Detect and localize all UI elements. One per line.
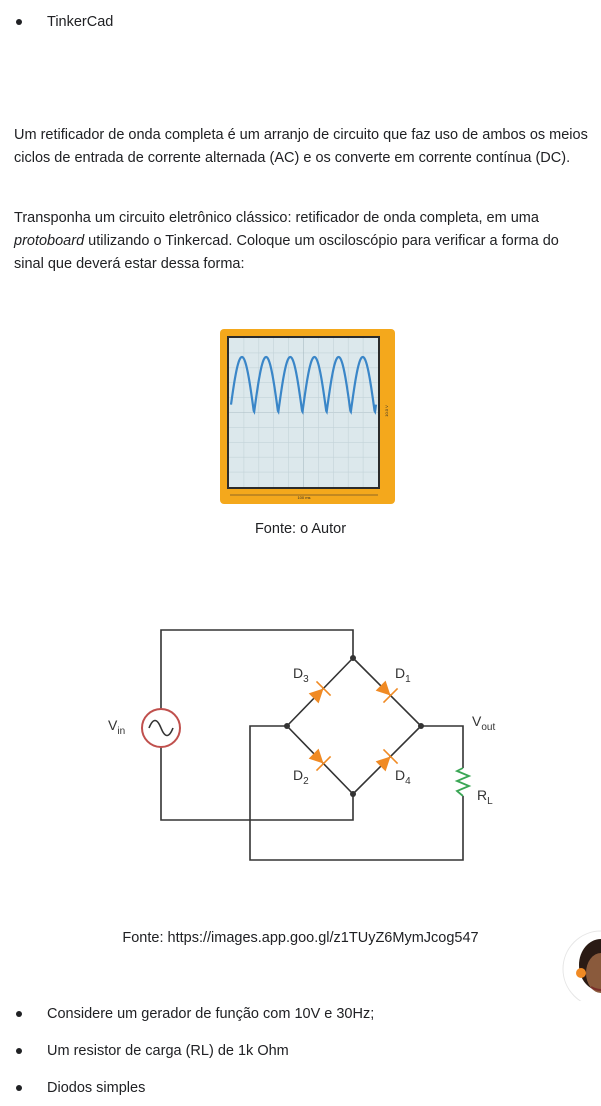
circuit-wires: [160, 629, 464, 861]
bullet-diodes: Diodos simples: [14, 1078, 145, 1098]
bullet-generator: Considere um gerador de função com 10V e…: [14, 1004, 374, 1024]
oscilloscope-trace: [229, 355, 378, 415]
caption-scope: Fonte: o Autor: [254, 521, 347, 537]
label-vout: Vout: [472, 713, 495, 733]
oscilloscope-image: 100 ms 10.0 V: [220, 329, 395, 504]
paragraph-task-italic: protoboard: [14, 233, 85, 249]
label-d2: D2: [293, 767, 309, 787]
x-scale-label: 100 ms: [297, 495, 310, 500]
diodes: [308, 680, 399, 772]
caption-circuit: Fonte: https://images.app.goo.gl/z1TUyZ6…: [122, 930, 479, 946]
assistant-avatar-icon[interactable]: [561, 925, 601, 1001]
bridge-rectifier-diagram: Vin D3 D1 D2 D4 Vout RL: [108, 629, 495, 861]
bullet-resistor: Um resistor de carga (RL) de 1k Ohm: [14, 1041, 289, 1061]
paragraph-task-part1: Transponha um circuito eletrônico clássi…: [14, 210, 539, 226]
bullet-text: Diodos simples: [47, 1080, 146, 1096]
circuit-nodes: [284, 655, 424, 797]
label-d1: D1: [395, 665, 411, 685]
paragraph-task-part2: utilizando o Tinkercad. Coloque um oscil…: [14, 233, 559, 272]
bullet-dot: [16, 19, 22, 25]
label-rl: RL: [477, 787, 493, 807]
bullet-dot: [16, 1011, 22, 1017]
label-d4: D4: [395, 767, 411, 787]
bullet-dot: [16, 1048, 22, 1054]
bullet-tinkercad: TinkerCad: [14, 12, 113, 32]
ac-source-icon: [141, 708, 181, 748]
bullet-text: TinkerCad: [47, 14, 114, 30]
paragraph-task: Transponha um circuito eletrônico clássi…: [14, 207, 589, 276]
paragraph-intro: Um retificador de onda completa é um arr…: [14, 127, 588, 166]
y-scale-label: 10.0 V: [384, 405, 389, 417]
label-vin: Vin: [108, 717, 125, 737]
resistor-icon: [454, 767, 472, 797]
label-d3: D3: [293, 665, 309, 685]
bullet-dot: [16, 1085, 22, 1091]
bullet-text: Um resistor de carga (RL) de 1k Ohm: [47, 1043, 289, 1059]
bullet-text: Considere um gerador de função com 10V e…: [47, 1006, 375, 1022]
